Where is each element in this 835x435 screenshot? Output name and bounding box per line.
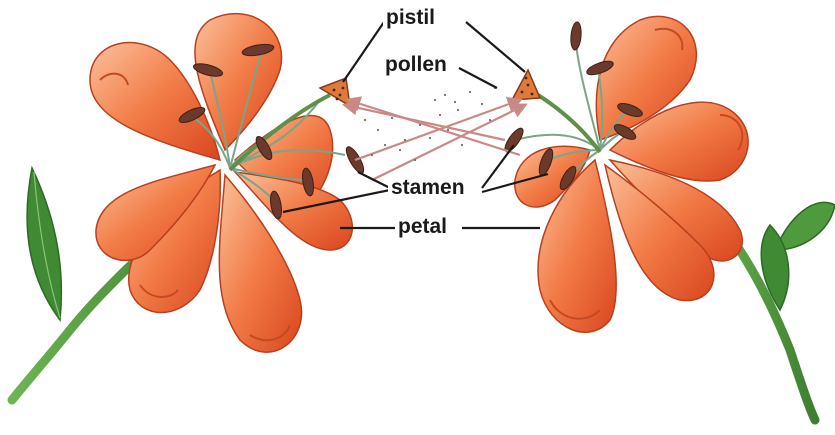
label-pistil: pistil <box>383 6 438 30</box>
left-leaf <box>27 168 61 320</box>
leader-line-pollen <box>459 68 497 88</box>
left-stigma <box>320 78 350 106</box>
label-petal: petal <box>395 215 450 239</box>
right-stigma <box>512 70 540 100</box>
label-stamen: stamen <box>388 176 468 200</box>
right-leaf <box>775 202 835 250</box>
right-lily-flower <box>502 16 835 420</box>
leader-line-stamen-right-1 <box>482 145 514 188</box>
leader-line-pistil-left <box>343 22 384 82</box>
label-pollen: pollen <box>382 53 450 77</box>
leader-line-pistil-right <box>466 22 525 72</box>
